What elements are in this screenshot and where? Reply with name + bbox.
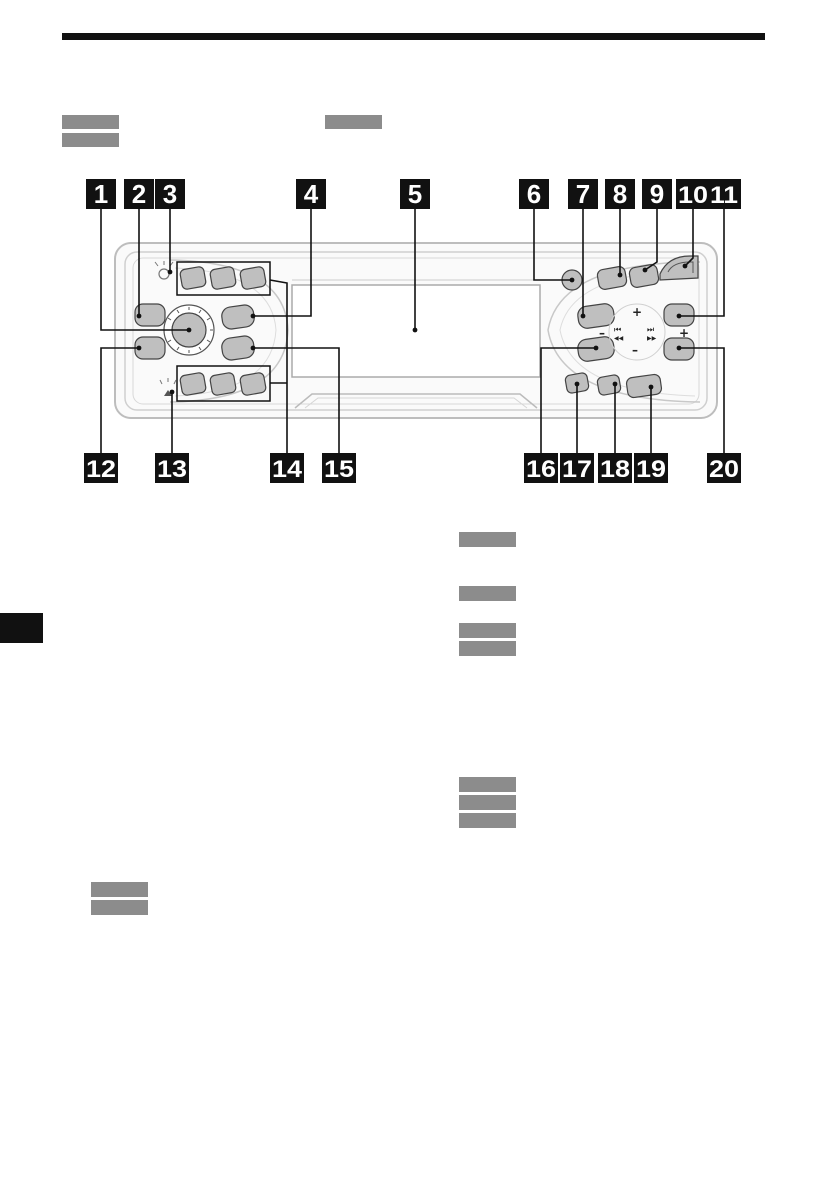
preset-button-6[interactable] <box>239 372 267 396</box>
callout-10: 10 <box>676 179 710 209</box>
placeholder-bar <box>91 882 148 897</box>
preset-button-5[interactable] <box>209 372 237 396</box>
callout-7: 7 <box>568 179 598 209</box>
svg-text:6: 6 <box>527 179 541 209</box>
callout-12: 12 <box>84 453 118 483</box>
callout-19: 19 <box>634 453 668 483</box>
svg-text:18: 18 <box>600 456 630 483</box>
mode-button[interactable] <box>221 304 256 330</box>
callout-17: 17 <box>560 453 594 483</box>
right-plus-symbol: + <box>679 326 689 340</box>
svg-text:7: 7 <box>576 179 590 209</box>
display-button[interactable] <box>221 335 256 361</box>
svg-text:17: 17 <box>562 456 592 483</box>
callout-13: 13 <box>155 453 189 483</box>
button-7[interactable] <box>577 303 616 330</box>
button-9[interactable] <box>628 264 660 289</box>
header-rule <box>62 33 765 40</box>
placeholder-bar <box>459 795 516 810</box>
svg-text:19: 19 <box>636 456 666 483</box>
placeholder-bar <box>459 641 516 656</box>
light-icon <box>164 390 172 396</box>
callout-14: 14 <box>270 453 304 483</box>
panel-bottom-slot-inner <box>304 397 528 409</box>
svg-text:11: 11 <box>710 182 738 209</box>
prev-track-icon: ⏮ <box>614 325 621 334</box>
callout-5: 5 <box>400 179 430 209</box>
callout-6: 6 <box>519 179 549 209</box>
placeholder-bar <box>459 532 516 547</box>
svg-text:12: 12 <box>86 456 116 483</box>
vol-plus-symbol: + <box>632 305 642 319</box>
panel-bottom-slot <box>294 393 538 409</box>
rewind-icon: ◀◀ <box>614 335 624 342</box>
svg-text:14: 14 <box>272 456 303 483</box>
svg-text:3: 3 <box>163 179 177 209</box>
leader-lines <box>100 208 725 460</box>
placeholder-bar <box>459 586 516 601</box>
placeholder-bar <box>62 115 119 129</box>
preset-button-4[interactable] <box>179 372 207 396</box>
preset-button-3[interactable] <box>239 266 267 290</box>
preset-button-1[interactable] <box>179 266 207 290</box>
svg-text:15: 15 <box>324 456 354 483</box>
button-18[interactable] <box>596 374 622 396</box>
placeholder-bar <box>459 813 516 828</box>
svg-text:5: 5 <box>408 179 422 209</box>
next-track-icon: ⏭ <box>647 325 654 334</box>
svg-text:1: 1 <box>94 179 108 209</box>
svg-text:10: 10 <box>678 182 708 209</box>
placeholder-bar <box>459 777 516 792</box>
svg-text:2: 2 <box>132 179 146 209</box>
button-8[interactable] <box>596 266 628 291</box>
vol-minus-symbol: – <box>632 343 638 357</box>
svg-text:4: 4 <box>304 179 319 209</box>
leader-dots <box>136 263 688 395</box>
source-button[interactable] <box>134 303 166 327</box>
callout-15: 15 <box>322 453 356 483</box>
sensor-rays-icon <box>154 261 174 267</box>
svg-text:20: 20 <box>709 456 739 483</box>
svg-text:8: 8 <box>613 179 627 209</box>
fast-forward-icon: ▶▶ <box>647 335 657 342</box>
callout-2: 2 <box>124 179 154 209</box>
callout-9: 9 <box>642 179 672 209</box>
callout-18: 18 <box>598 453 632 483</box>
svg-text:13: 13 <box>157 456 187 483</box>
panel-face <box>132 257 700 405</box>
callout-1: 1 <box>86 179 116 209</box>
light-rays-icon <box>159 378 177 385</box>
svg-text:16: 16 <box>526 456 556 483</box>
preset-button-2[interactable] <box>209 266 237 290</box>
seek-cross[interactable] <box>608 303 666 361</box>
callout-8: 8 <box>605 179 635 209</box>
callout-4: 4 <box>296 179 326 209</box>
placeholder-bar <box>459 623 516 638</box>
top-preset-group-box <box>176 261 271 296</box>
callout-11: 11 <box>707 179 741 209</box>
left-minus-symbol: – <box>599 326 605 340</box>
side-thumb-tab <box>0 613 43 643</box>
panel-inner-frame <box>124 251 708 411</box>
callout-3: 3 <box>155 179 185 209</box>
callout-16: 16 <box>524 453 558 483</box>
svg-text:9: 9 <box>650 179 664 209</box>
callout-20: 20 <box>707 453 741 483</box>
button-19[interactable] <box>625 373 663 399</box>
placeholder-bar <box>62 133 119 147</box>
placeholder-bar <box>325 115 382 129</box>
placeholder-bar <box>91 900 148 915</box>
